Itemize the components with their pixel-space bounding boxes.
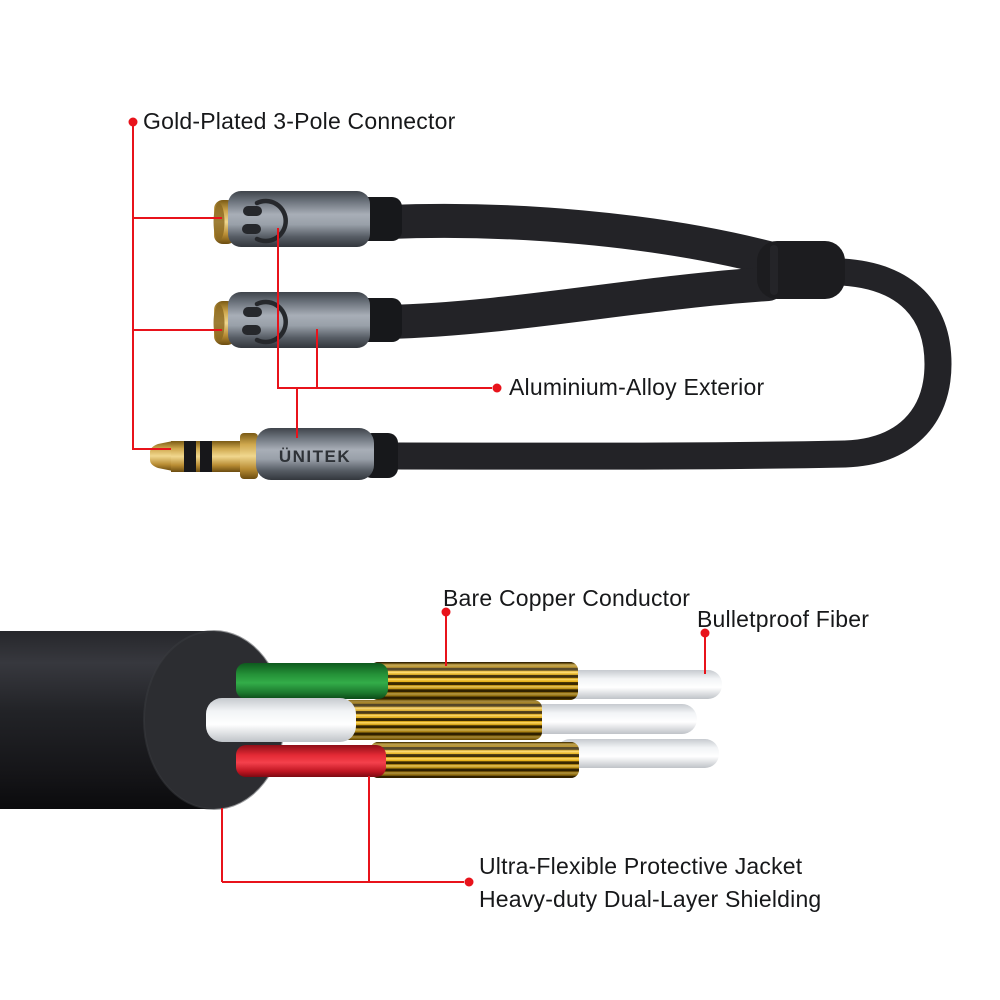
male-plug: ÜNITEK: [150, 428, 398, 480]
plug-collar: [240, 433, 258, 479]
wire-white: [206, 698, 356, 742]
fiber-rod-bottom: [556, 739, 719, 768]
cable-cutaway: [0, 630, 722, 810]
callout-dot: [700, 628, 710, 638]
label-gold-plated-connector: Gold-Plated 3-Pole Connector: [143, 108, 456, 134]
callout-fiber: [700, 628, 710, 674]
callout-dot: [492, 383, 502, 393]
label-jacket-line2: Heavy-duty Dual-Layer Shielding: [479, 886, 822, 912]
plug-ring-2: [200, 441, 212, 472]
callout-lines: [128, 117, 710, 887]
ferrite-rim: [770, 245, 778, 295]
female-jack-bottom: [213, 292, 402, 348]
female-jack-top: [213, 191, 402, 247]
gold-ring-face: [213, 203, 225, 241]
label-bulletproof-fiber: Bulletproof Fiber: [697, 606, 870, 632]
label-bare-copper: Bare Copper Conductor: [443, 585, 691, 611]
plug-barrel: [256, 428, 374, 480]
callout-jacket: [221, 776, 474, 887]
headphone-icon: [242, 198, 288, 244]
aluminum-barrel: [228, 292, 370, 348]
callout-dot: [128, 117, 138, 127]
plug-tip: [150, 441, 173, 471]
wire-green: [236, 663, 388, 699]
copper-braid-top: [370, 662, 578, 700]
copper-braid-bottom: [370, 742, 579, 778]
headset-icon: [242, 299, 288, 345]
plug-ring-1: [184, 441, 196, 472]
callout-aluminium: [277, 228, 502, 438]
unitek-logo: ÜNITEK: [279, 447, 351, 466]
ferrite-junction: [757, 241, 845, 299]
fiber-rod-middle: [520, 704, 697, 734]
aluminum-barrel: [228, 191, 370, 247]
jacket-body-shade: [0, 631, 206, 809]
cable-top: [371, 203, 785, 275]
cable-loop: [378, 258, 952, 470]
copper-braid-middle: [342, 700, 542, 740]
label-jacket-line1: Ultra-Flexible Protective Jacket: [479, 853, 803, 879]
label-jacket-shielding: Ultra-Flexible Protective Jacket Heavy-d…: [479, 850, 821, 916]
splitter-photo: ÜNITEK: [150, 191, 952, 480]
callout-dot: [464, 877, 474, 887]
wire-red: [236, 745, 386, 777]
callout-copper: [441, 607, 451, 666]
gold-ring-face: [213, 304, 225, 342]
cable-bottom: [371, 267, 785, 339]
callout-gold-plated: [128, 117, 222, 450]
fiber-rod-top: [556, 670, 722, 699]
callout-dot: [441, 607, 451, 617]
label-aluminium-alloy: Aluminium-Alloy Exterior: [509, 374, 765, 400]
